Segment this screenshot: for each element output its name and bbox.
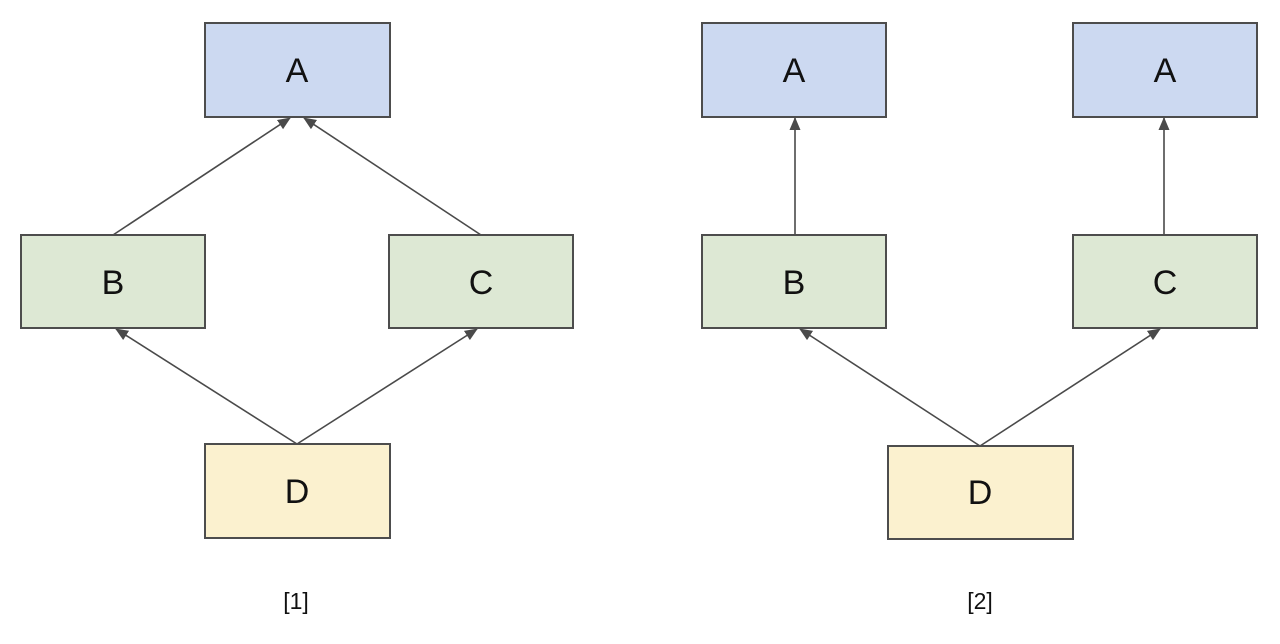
arrow-d-to-b [115, 328, 298, 445]
node-c-diagram2: C [1072, 234, 1258, 329]
node-d2-box [887, 445, 1074, 540]
node-a-diagram1: A [204, 22, 391, 118]
node-a2-box [1072, 22, 1258, 118]
node-d-diagram1: D [204, 443, 391, 539]
node-c-diagram1: C [388, 234, 574, 329]
node-c-box [388, 234, 574, 329]
diagram-1-caption: [1] [283, 588, 309, 614]
node-c2-box [1072, 234, 1258, 329]
node-d2-label: D [968, 474, 993, 512]
arrow-d-to-b2 [799, 328, 981, 447]
diagram-2: A A B C D [2] [701, 22, 1258, 614]
diagram-1: A B C D [1] [20, 22, 574, 614]
node-c2-label: C [1153, 264, 1178, 302]
arrow-b-to-a [112, 117, 291, 236]
diagram-2-caption: [2] [967, 588, 993, 614]
node-c-label: C [469, 264, 494, 302]
node-d-label: D [285, 473, 310, 511]
node-a2-label: A [1154, 52, 1177, 90]
node-b-label: B [102, 264, 125, 302]
arrow-d-to-c2 [979, 328, 1161, 447]
node-a1-box [701, 22, 887, 118]
arrow-d-to-c [296, 328, 478, 445]
node-a-label: A [286, 52, 309, 90]
node-d-diagram2: D [887, 445, 1074, 540]
node-b2-label: B [783, 264, 806, 302]
node-b-box [20, 234, 206, 329]
arrow-c-to-a [303, 117, 482, 236]
node-a1-diagram2: A [701, 22, 887, 118]
node-b-diagram2: B [701, 234, 887, 329]
node-b2-box [701, 234, 887, 329]
node-b-diagram1: B [20, 234, 206, 329]
node-a2-diagram2: A [1072, 22, 1258, 118]
node-d-box [204, 443, 391, 539]
node-a-box [204, 22, 391, 118]
node-a1-label: A [783, 52, 806, 90]
